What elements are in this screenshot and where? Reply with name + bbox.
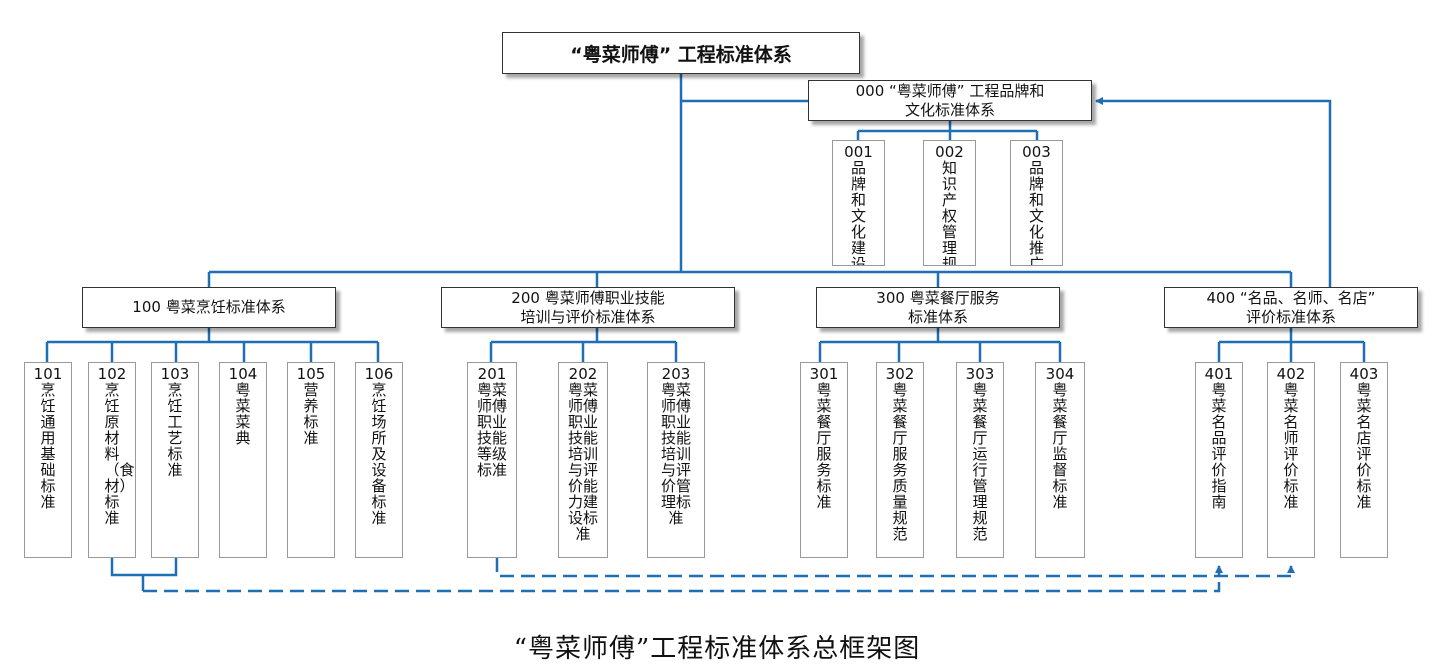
leaf-code: 402 <box>1276 365 1306 383</box>
diagram-caption: “粤菜师傅”工程标准体系总框架图 <box>513 634 921 664</box>
dashed-line-to-401 <box>143 565 1223 593</box>
cat300-children-line <box>818 328 1062 362</box>
category-300-box: 300 粤菜餐厅服务 标准体系 <box>816 287 1060 328</box>
leaf-code: 105 <box>296 365 326 383</box>
category-200-box: 200 粤菜师傅职业技能 培训与评价标准体系 <box>441 287 735 328</box>
category-bus-line <box>207 270 1293 287</box>
leaf-name: 粤菜餐厅服务标准 <box>816 381 832 511</box>
leaf-code: 103 <box>160 365 190 383</box>
leaf-401: 401 粤菜名品评价指南 <box>1195 362 1243 558</box>
leaf-201: 201 粤菜师傅职业技能等级标准 <box>467 362 517 558</box>
leaf-name: 烹饪场所及设备标准 <box>371 381 387 527</box>
cat400-children-line <box>1217 328 1366 362</box>
leaf-code: 002 <box>935 143 964 161</box>
dashed-line-201 <box>495 558 1295 578</box>
leaf-003: 003 品牌和文化推广实施指南 <box>1010 140 1063 266</box>
leaf-name: 粤菜餐厅监督标准 <box>1052 381 1068 511</box>
leaf-name: 粤菜师傅职业技能等级标准 <box>477 381 508 479</box>
leaf-name: 粤菜餐厅服务质量规范 <box>892 381 908 543</box>
leaf-001: 001 品牌和文化建设指南 <box>832 140 885 266</box>
leaf-303: 303 粤菜餐厅运行管理规范 <box>956 362 1004 558</box>
cat200-children-line <box>489 328 678 362</box>
leaf-304: 304 粤菜餐厅监督标准 <box>1035 362 1085 558</box>
leaf-code: 302 <box>885 365 915 383</box>
leaf-203: 203 粤菜师傅职业技能培训与评价管理标准 <box>647 362 705 558</box>
leaf-code: 003 <box>1022 143 1051 161</box>
leaf-code: 303 <box>965 365 995 383</box>
leaf-106: 106 烹饪场所及设备标准 <box>355 362 403 558</box>
leaf-name: 品牌和文化建设指南 <box>851 159 867 266</box>
leaf-name: 知识产权管理规范 <box>942 159 958 266</box>
root-title-box: “粤菜师傅” 工程标准体系 <box>502 32 860 74</box>
leaf-name: 粤菜名师评价标准 <box>1283 381 1299 511</box>
cat100-children-line <box>45 328 380 362</box>
link-102-103-line <box>110 558 178 577</box>
leaf-202: 202 粤菜师傅职业技能培训与评价能力建设标准 <box>558 362 608 558</box>
feedback-arrow-line <box>1095 97 1332 287</box>
leaf-code: 104 <box>228 365 258 383</box>
brand-children-line <box>856 121 1039 140</box>
leaf-104: 104 粤菜菜典 <box>219 362 267 558</box>
brand-system-box: 000 “粤菜师傅” 工程品牌和 文化标准体系 <box>808 80 1092 121</box>
leaf-name: 粤菜名品评价指南 <box>1211 381 1227 511</box>
leaf-name: 粤菜师傅职业技能培训与评价管理标准 <box>661 381 692 527</box>
leaf-name: 烹饪通用基础标准 <box>40 381 56 511</box>
leaf-name: 粤菜名店评价标准 <box>1356 381 1372 511</box>
leaf-code: 403 <box>1349 365 1379 383</box>
category-100-box: 100 粤菜烹饪标准体系 <box>82 287 336 328</box>
leaf-302: 302 粤菜餐厅服务质量规范 <box>876 362 924 558</box>
leaf-name: 烹饪原材料（食材）标准 <box>104 381 135 527</box>
leaf-402: 402 粤菜名师评价标准 <box>1267 362 1315 558</box>
leaf-code: 401 <box>1204 365 1234 383</box>
leaf-code: 102 <box>97 365 127 383</box>
leaf-105: 105 营养标准 <box>287 362 335 558</box>
leaf-101: 101 烹饪通用基础标准 <box>24 362 72 558</box>
leaf-code: 203 <box>661 365 691 383</box>
leaf-code: 304 <box>1045 365 1075 383</box>
leaf-301: 301 粤菜餐厅服务标准 <box>800 362 848 558</box>
leaf-code: 101 <box>33 365 63 383</box>
leaf-name: 粤菜师傅职业技能培训与评价能力建设标准 <box>568 381 599 543</box>
leaf-name: 品牌和文化推广实施指南 <box>1029 159 1045 266</box>
leaf-name: 营养标准 <box>303 381 319 447</box>
leaf-403: 403 粤菜名店评价标准 <box>1340 362 1388 558</box>
leaf-code: 301 <box>809 365 839 383</box>
leaf-103: 103 烹饪工艺标准 <box>151 362 199 558</box>
category-400-box: 400 “名品、名师、名店” 评价标准体系 <box>1164 287 1418 328</box>
leaf-code: 201 <box>477 365 507 383</box>
leaf-name: 粤菜菜典 <box>235 381 251 447</box>
leaf-name: 粤菜餐厅运行管理规范 <box>972 381 988 543</box>
leaf-name: 烹饪工艺标准 <box>167 381 183 479</box>
leaf-code: 106 <box>364 365 394 383</box>
leaf-102: 102 烹饪原材料（食材）标准 <box>88 362 136 558</box>
leaf-code: 202 <box>568 365 598 383</box>
leaf-code: 001 <box>844 143 873 161</box>
leaf-002: 002 知识产权管理规范 <box>923 140 976 266</box>
